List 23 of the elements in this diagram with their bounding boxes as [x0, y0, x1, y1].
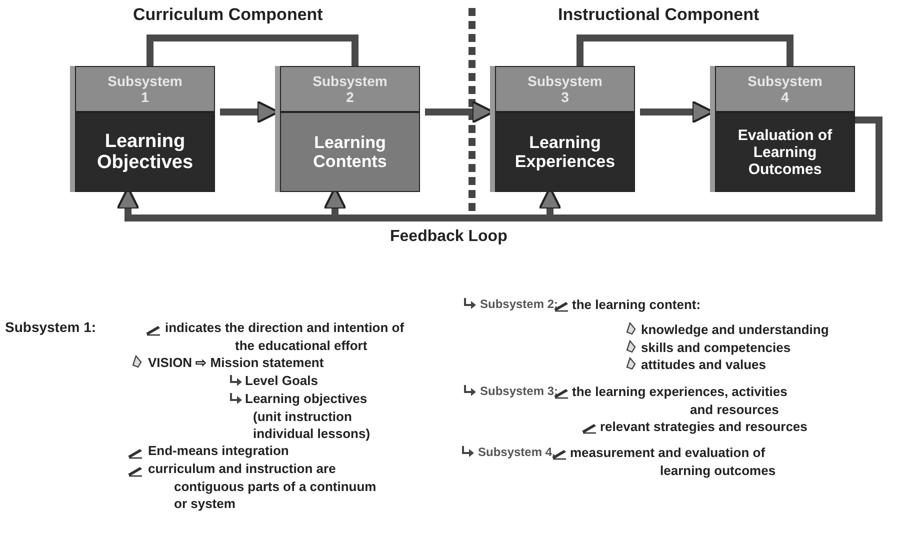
- list-item: knowledge and understanding: [641, 321, 829, 338]
- subsystem-heading: Subsystem 3: [496, 67, 634, 113]
- list-item: skills and competencies: [641, 339, 791, 356]
- loop-label: Feedback Loop: [390, 228, 508, 246]
- subsystem-term: Subsystem 2:: [480, 296, 558, 313]
- subsystem-heading: Subsystem 4: [716, 67, 854, 113]
- description-text: measurement and evaluation of learning outcomes: [570, 444, 777, 479]
- list-item: attitudes and values: [641, 356, 766, 374]
- subsystem-heading: Subsystem 2: [281, 67, 419, 113]
- subsystem-heading: Subsystem 1: [76, 67, 214, 113]
- list-item: curriculum and instruction are contiguous parts of a continuum or system: [148, 460, 378, 512]
- subsystem-term: Subsystem 4.: [478, 444, 556, 461]
- list-item: relevant strategies and resources: [600, 418, 808, 436]
- list-item: Level Goals: [245, 372, 318, 390]
- component-heading: Instructional Component: [558, 6, 760, 24]
- component-heading: Curriculum Component: [133, 6, 323, 24]
- subsystem-term: Subsystem 3:: [480, 383, 558, 400]
- list-item: Learning objectives (unit instruction individual lessons): [245, 390, 372, 442]
- subsystem-term: Subsystem 1:: [5, 319, 96, 336]
- list-item: End-means integration: [148, 442, 289, 460]
- description-text: the learning content:: [572, 296, 701, 314]
- description-text: indicates the direction and intention of the educational effort: [165, 319, 406, 354]
- list-item: VISION ⇨ Mission statement: [148, 354, 324, 372]
